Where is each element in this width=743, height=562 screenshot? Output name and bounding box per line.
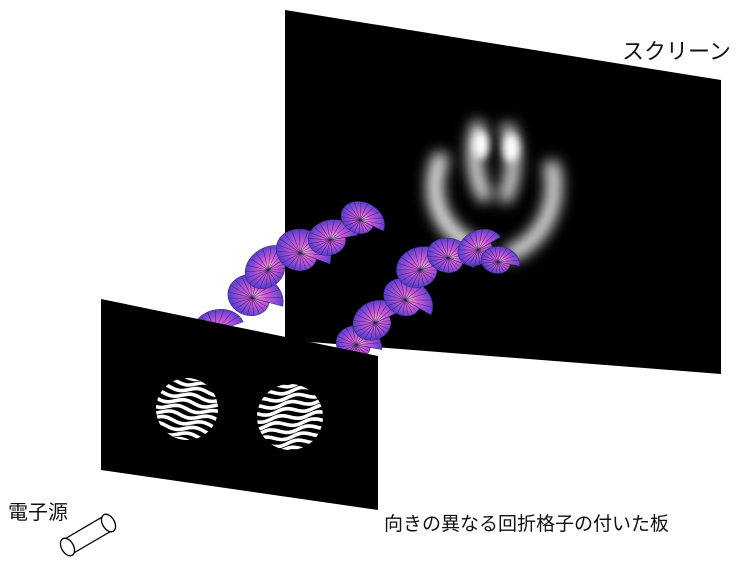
grating-hole-left (156, 378, 218, 440)
wave-fan (480, 246, 520, 274)
wave-fan (352, 299, 401, 341)
grating-stripe (156, 414, 218, 431)
grating-stripe (257, 402, 323, 417)
grating-plate (101, 299, 378, 510)
screen-label: スクリーン (622, 40, 731, 65)
wave-fan (383, 278, 434, 317)
grating-plate-label: 向きの異なる回折格子の付いた板 (384, 513, 670, 535)
grating-stripe (156, 402, 218, 415)
grating-stripe (257, 409, 323, 425)
electron-source-cylinder-icon (59, 513, 117, 557)
wave-fan (307, 219, 358, 256)
grating-stripe (156, 394, 218, 409)
grating-stripe (156, 409, 218, 424)
grating-stripe (257, 417, 323, 432)
wave-fan (340, 201, 385, 234)
electron-source-label: 電子源 (8, 500, 68, 524)
grating-stripe (257, 424, 323, 438)
grating-stripe (156, 387, 218, 404)
grating-stripe (156, 420, 218, 437)
grating-stripe (156, 378, 218, 385)
grating-stripe (257, 396, 323, 410)
